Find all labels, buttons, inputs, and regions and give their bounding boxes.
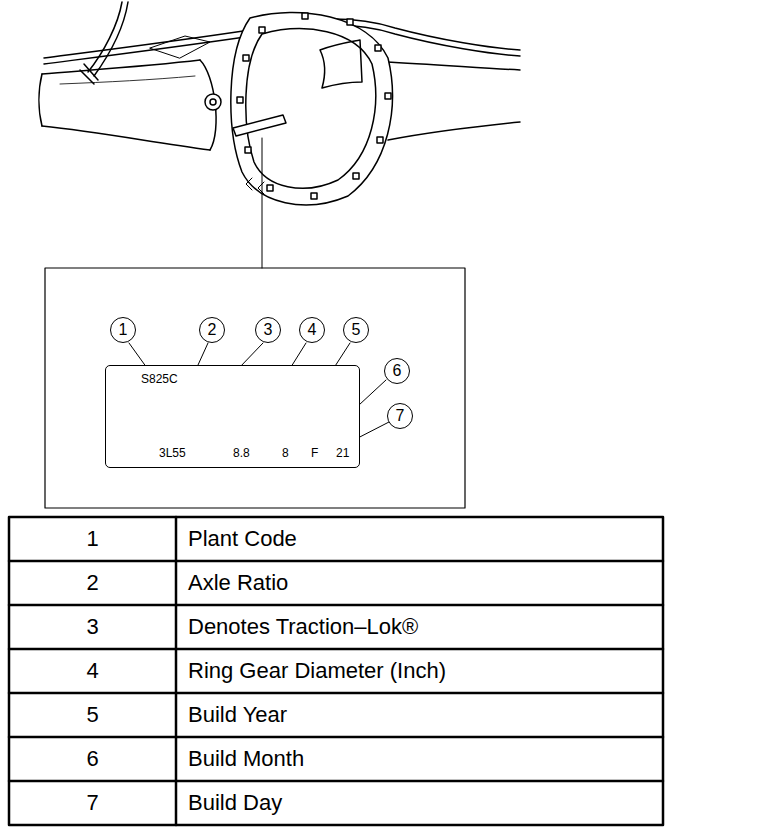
left-axle-tube (60, 76, 195, 84)
cover-bolt (243, 55, 249, 61)
brake-line (44, 36, 252, 64)
cover-bolt (259, 27, 265, 33)
axle-tag: S825C 3L55 8.8 8 F 21 (105, 365, 360, 468)
right-axle-tube (388, 122, 520, 140)
tag-code: 8 (282, 446, 289, 460)
brake-line (94, 2, 128, 76)
differential-cover (210, 99, 216, 105)
callout-number: 7 (387, 403, 413, 429)
cover-bolt (347, 19, 353, 25)
differential-cover (205, 94, 221, 110)
brake-line (150, 36, 210, 58)
cover-bolt (353, 173, 359, 179)
differential-cover (205, 12, 392, 204)
illustration (9, 2, 663, 825)
callout-number: 1 (110, 317, 136, 343)
detail-frame (45, 268, 465, 508)
cover-bolt (245, 147, 251, 153)
differential-cover (320, 40, 362, 88)
tag-code: S825C (141, 372, 178, 386)
callout-number: 4 (299, 317, 325, 343)
left-axle-tube (39, 60, 216, 150)
table-description: Build Day (188, 781, 282, 825)
callout-number-text: 1 (119, 321, 128, 339)
tag-code: 8.8 (233, 446, 250, 460)
table-description: Ring Gear Diameter (Inch) (188, 649, 446, 693)
left-axle-tube (42, 60, 200, 74)
callout-number-text: 4 (308, 321, 317, 339)
right-axle-tube (385, 62, 520, 70)
cover-bolt (375, 45, 381, 51)
brake-line (44, 30, 250, 58)
axle-tag (233, 115, 286, 136)
callout-number-text: 3 (264, 321, 273, 339)
table-number: 2 (86, 561, 98, 605)
tag-code: F (311, 446, 318, 460)
callout-number: 3 (255, 317, 281, 343)
right-axle-tube (385, 62, 520, 140)
cover-bolt (237, 97, 243, 103)
table-grid (9, 561, 663, 781)
callout-number: 5 (343, 317, 369, 343)
differential-cover (246, 29, 376, 188)
table-description: Build Month (188, 737, 304, 781)
cover-bolt (377, 137, 383, 143)
callout-number: 6 (384, 358, 410, 384)
cover-bolt (267, 185, 273, 191)
callout-number-text: 5 (352, 321, 361, 339)
table-description: Denotes Traction–Lok® (188, 605, 418, 649)
leader-line (261, 138, 263, 268)
callout-number: 2 (199, 317, 225, 343)
table-grid (9, 517, 663, 825)
callout-number-text: 7 (396, 407, 405, 425)
cover-bolt (311, 193, 317, 199)
table-description: Build Year (188, 693, 287, 737)
differential-cover (246, 178, 264, 194)
leader-line (262, 138, 263, 268)
table-number: 4 (86, 649, 98, 693)
table-grid (175, 517, 178, 825)
table-description: Plant Code (188, 517, 297, 561)
table-number: 1 (86, 517, 98, 561)
table-description: Axle Ratio (188, 561, 288, 605)
cover-bolt (302, 13, 308, 19)
table-number: 3 (86, 605, 98, 649)
tag-code: 3L55 (159, 446, 186, 460)
cover-bolts (237, 13, 391, 199)
table-number: 6 (86, 737, 98, 781)
tag-code: 21 (336, 446, 349, 460)
brake-line (80, 64, 98, 84)
cover-bolt (385, 93, 391, 99)
axle-tag (233, 115, 286, 136)
table-number: 7 (86, 781, 98, 825)
callout-number-text: 6 (393, 362, 402, 380)
left-axle-tube (42, 126, 210, 150)
left-axle-tube (39, 74, 42, 126)
callout-number-text: 2 (208, 321, 217, 339)
table-grid (9, 517, 663, 825)
detail-frame (45, 268, 465, 508)
table-number: 5 (86, 693, 98, 737)
differential-cover (231, 12, 393, 204)
